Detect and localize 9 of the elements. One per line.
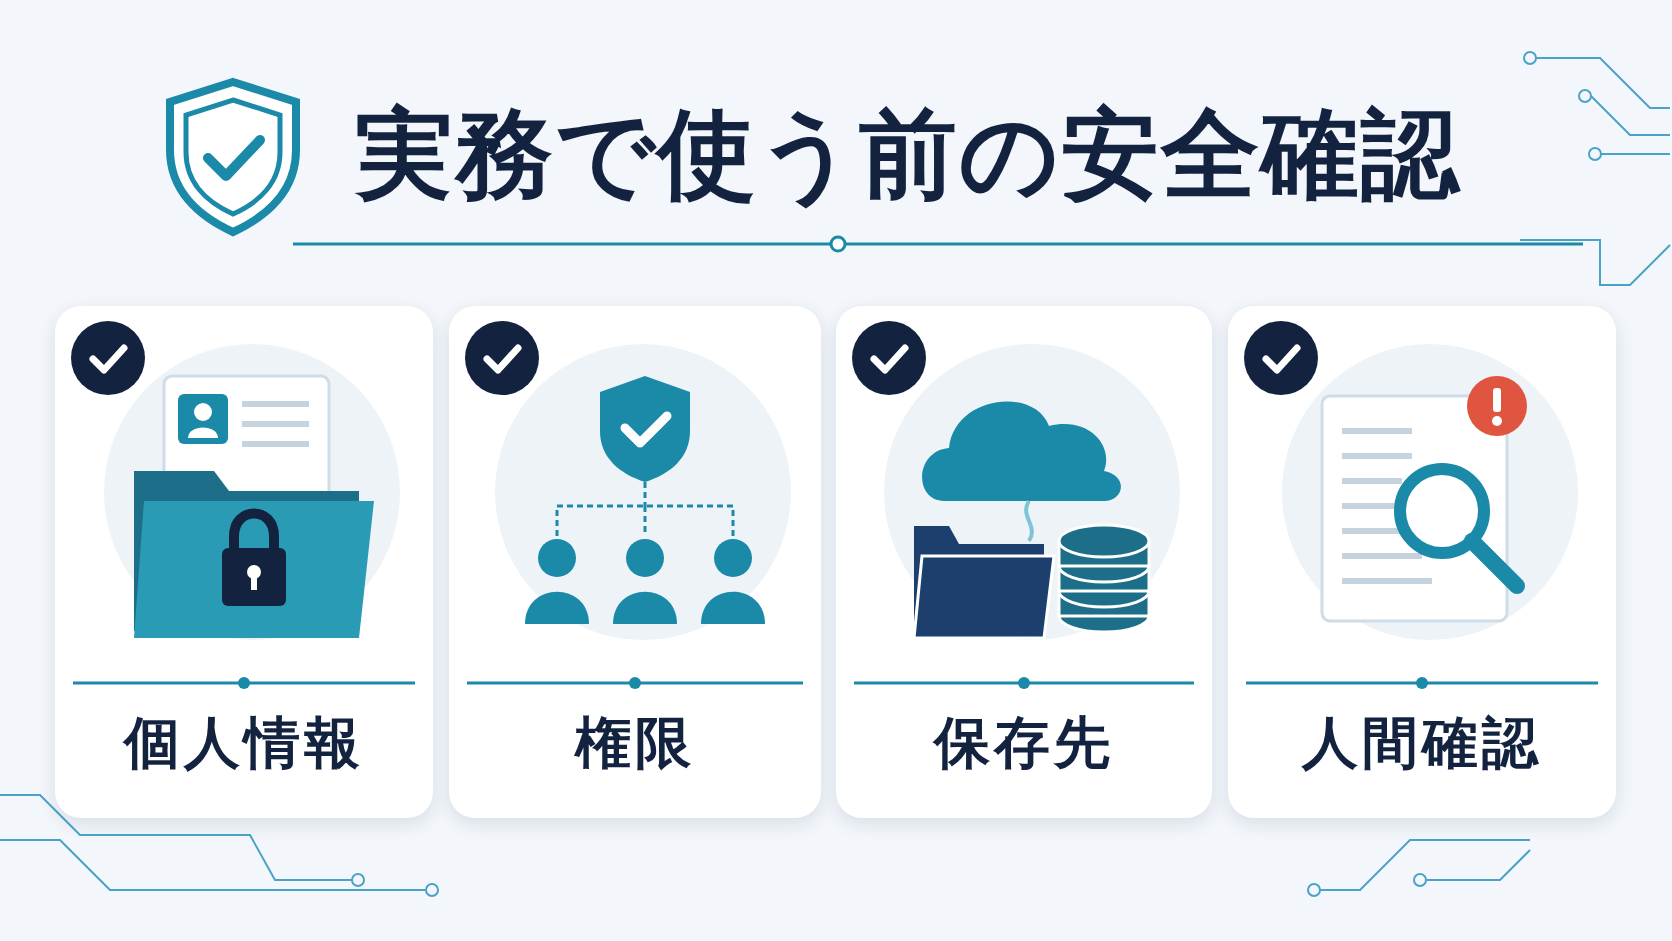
info-card	[449, 306, 821, 818]
card-label: 保存先	[934, 710, 1114, 775]
card-label: 個人情報	[124, 710, 364, 775]
card-label: 人間確認	[1302, 710, 1542, 775]
info-card	[836, 306, 1212, 818]
info-card	[1228, 306, 1616, 818]
page-title: 実務で使う前の安全確認	[355, 96, 1461, 213]
info-card	[55, 306, 433, 818]
card-label: 権限	[575, 710, 695, 775]
